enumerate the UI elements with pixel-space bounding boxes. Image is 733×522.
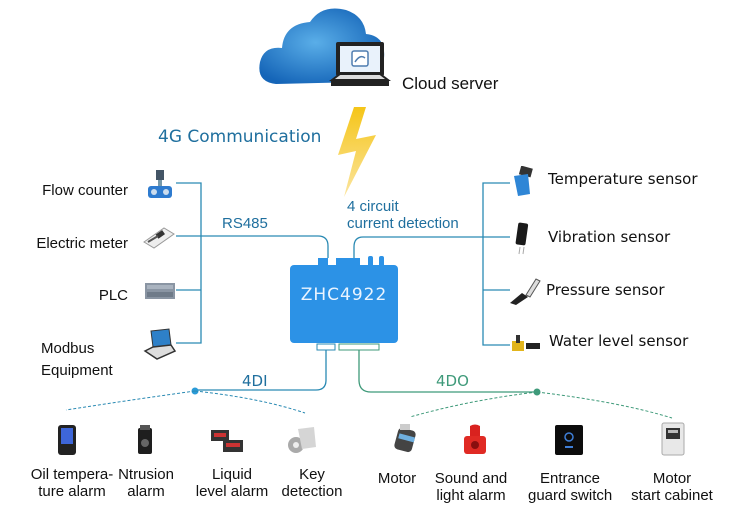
flow-meter-icon bbox=[148, 170, 172, 198]
rs485-label: RS485 bbox=[222, 215, 268, 232]
current-detection-line2: current detection bbox=[347, 215, 459, 232]
sound-light-alarm-icon bbox=[464, 424, 486, 454]
cloud-laptop-icon bbox=[259, 8, 391, 86]
intrusion-alarm-line2: alarm bbox=[127, 483, 165, 500]
pressure-sensor-icon bbox=[510, 278, 541, 305]
current-detection-bus bbox=[353, 182, 510, 346]
motor-start-cabinet-line2: start cabinet bbox=[631, 487, 713, 504]
laptop-icon bbox=[143, 328, 177, 360]
oil-temperature-alarm-line1: Oil tempera- bbox=[30, 466, 114, 483]
rs485-to-device bbox=[201, 235, 329, 258]
temperature-sensor-icon bbox=[514, 166, 533, 196]
sensor-to-device bbox=[353, 236, 483, 260]
rs485-trunk bbox=[176, 182, 202, 344]
di-line bbox=[195, 350, 327, 391]
flow-counter-label: Flow counter bbox=[42, 182, 128, 199]
temperature-sensor-label: Temperature sensor bbox=[548, 170, 698, 188]
liquid-level-alarm-icon bbox=[211, 430, 243, 452]
current-detection-label: 4 circuit current detection bbox=[347, 198, 459, 232]
intrusion-alarm-label: Ntrusion alarm bbox=[110, 466, 182, 500]
current-detection-line1: 4 circuit bbox=[347, 198, 399, 215]
plc-icon bbox=[145, 283, 175, 299]
electric-meter-label: Electric meter bbox=[36, 235, 128, 252]
plc-label: PLC bbox=[98, 287, 128, 304]
di-dashed-right bbox=[194, 390, 306, 414]
lightning-bolt-icon bbox=[338, 107, 376, 197]
di-dashed-left bbox=[65, 390, 196, 411]
rs485-bus bbox=[176, 182, 329, 344]
entrance-guard-switch-line1: Entrance bbox=[539, 470, 601, 487]
modbus-label-line2: Equipment bbox=[41, 362, 113, 379]
motor-label: Motor bbox=[372, 470, 422, 487]
motor-start-cabinet-icon bbox=[661, 422, 685, 456]
4g-communication-label: 4G Communication bbox=[158, 127, 322, 147]
device-model-label: ZHC4922 bbox=[300, 285, 388, 305]
entrance-guard-switch-icon bbox=[555, 425, 583, 455]
entrance-guard-switch-label: Entrance guard switch bbox=[528, 470, 612, 504]
zhc4922-device: ZHC4922 bbox=[290, 256, 398, 344]
water-level-sensor-icon bbox=[512, 335, 540, 351]
device-body bbox=[290, 265, 398, 343]
water-level-sensor-label: Water level sensor bbox=[549, 332, 689, 350]
do-line bbox=[358, 350, 537, 393]
sound-light-alarm-line2: light alarm bbox=[436, 487, 506, 504]
key-detection-label: Key detection bbox=[272, 466, 352, 500]
motor-start-cabinet-label: Motor start cabinet bbox=[622, 470, 722, 504]
do-dashed-left bbox=[409, 391, 538, 418]
liquid-level-alarm-line1: Liquid bbox=[211, 466, 253, 483]
sensor-trunk bbox=[482, 182, 510, 346]
motor-start-cabinet-line1: Motor bbox=[652, 470, 692, 487]
di-label: 4DI bbox=[242, 372, 268, 390]
oil-temperature-alarm-icon bbox=[58, 425, 76, 455]
device-connectors bbox=[316, 343, 380, 351]
do-label: 4DO bbox=[436, 372, 469, 390]
modbus-label-line1: Modbus bbox=[41, 340, 95, 357]
cloud-server-label: Cloud server bbox=[402, 74, 499, 93]
intrusion-alarm-line1: Ntrusion bbox=[118, 466, 174, 483]
key-detection-line1: Key bbox=[299, 466, 325, 483]
liquid-level-alarm-line2: level alarm bbox=[195, 483, 269, 500]
liquid-level-alarm-label: Liquid level alarm bbox=[192, 466, 272, 500]
do-dashed-right bbox=[536, 391, 673, 419]
entrance-guard-switch-line2: guard switch bbox=[528, 487, 613, 504]
intrusion-alarm-icon bbox=[138, 425, 152, 454]
vibration-sensor-label: Vibration sensor bbox=[548, 228, 671, 246]
oil-temperature-alarm-label: Oil tempera- ture alarm bbox=[14, 466, 130, 500]
modbus-equipment-label: Modbus Equipment bbox=[41, 338, 113, 382]
pressure-sensor-label: Pressure sensor bbox=[546, 281, 665, 299]
motor-icon bbox=[394, 424, 416, 453]
electric-meter-icon bbox=[143, 227, 175, 249]
sound-light-alarm-label: Sound and light alarm bbox=[428, 470, 514, 504]
key-detection-line2: detection bbox=[281, 483, 343, 500]
oil-temperature-alarm-line2: ture alarm bbox=[38, 483, 106, 500]
sound-light-alarm-line1: Sound and bbox=[434, 470, 508, 487]
motor-line1: Motor bbox=[377, 470, 417, 487]
vibration-sensor-icon bbox=[515, 222, 529, 255]
key-detection-icon bbox=[288, 427, 316, 453]
